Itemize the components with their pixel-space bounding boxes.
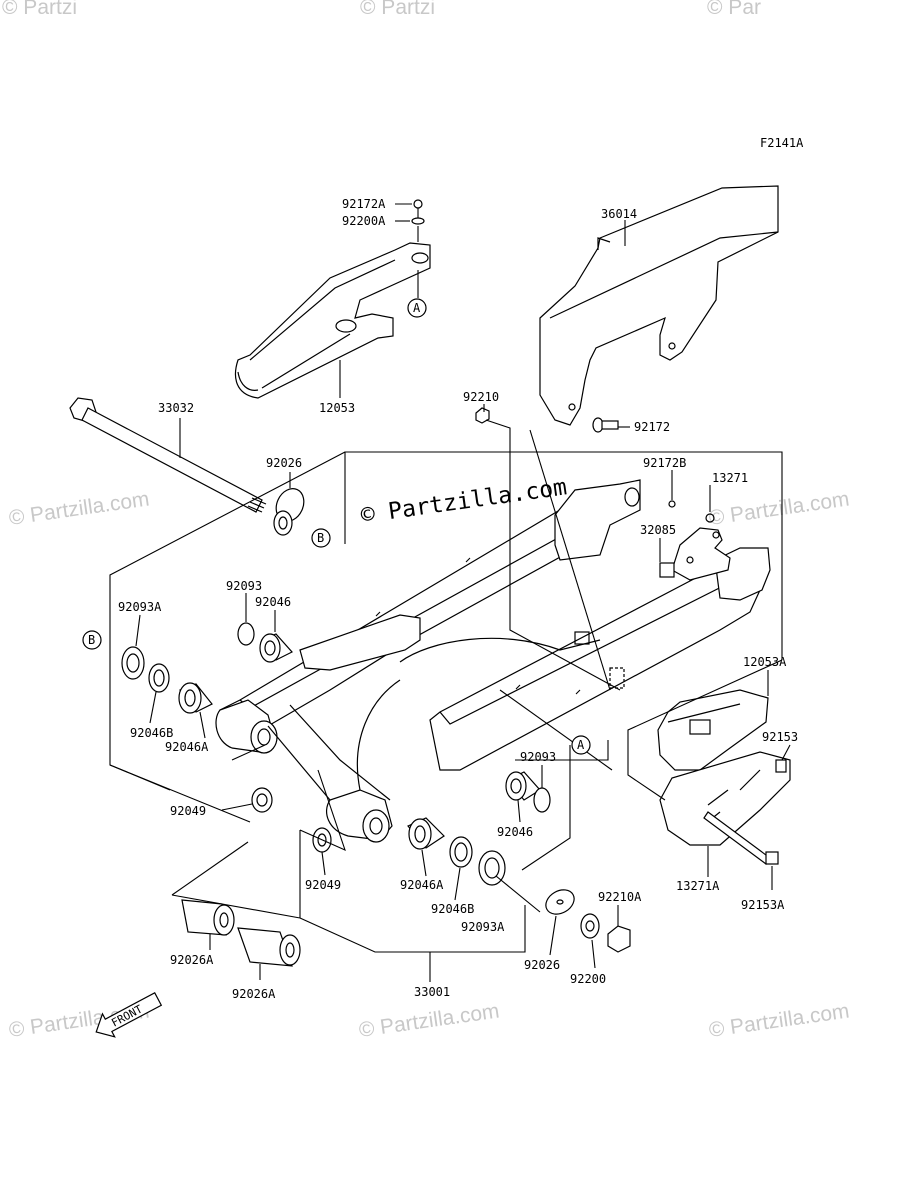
callout-A-right: A — [571, 735, 591, 755]
svg-text:A: A — [577, 738, 585, 752]
washer-92026 — [545, 889, 575, 915]
label-32085: 32085 — [640, 523, 676, 537]
label-92210: 92210 — [463, 390, 499, 404]
label-92026A-right: 92026A — [232, 987, 276, 1001]
label-92200: 92200 — [570, 972, 606, 986]
front-arrow: FRONT — [95, 992, 163, 1038]
center-watermark: © Partzilla.com — [359, 474, 568, 529]
watermark-mid-right: © Partzilla.com — [707, 487, 850, 529]
label-92046B-left: 92046B — [130, 726, 173, 740]
label-92153: 92153 — [762, 730, 798, 744]
label-92046-right: 92046 — [497, 825, 533, 839]
seal-92093A — [478, 850, 506, 886]
swingarm-33001 — [215, 479, 771, 843]
watermark-bottom-right: © Partzilla.com — [707, 999, 850, 1041]
collar-92049-left — [251, 787, 273, 813]
label-33001: 33001 — [414, 985, 450, 999]
bearing-92046A — [407, 817, 445, 850]
label-92210A: 92210A — [598, 890, 642, 904]
svg-text:A: A — [413, 301, 421, 315]
sleeve-92046B-left — [148, 663, 170, 693]
screw-92172A — [413, 199, 423, 218]
label-12053A: 12053A — [743, 655, 787, 669]
label-92026: 92026 — [266, 456, 302, 470]
label-92046A-left: 92046A — [165, 740, 209, 754]
chain-slider-12053 — [234, 242, 431, 399]
bolt-32085 — [659, 562, 675, 578]
callout-B-left: B — [82, 630, 102, 650]
chain-guide-12053A — [657, 689, 769, 771]
seal-92093 — [237, 622, 255, 646]
washer-92200A — [411, 217, 425, 225]
watermark-bottom-center: © Partzilla.com — [357, 999, 500, 1041]
label-13271: 13271 — [712, 471, 748, 485]
bearing-92046-right — [505, 771, 541, 801]
nut-92210A — [607, 925, 631, 953]
guard-plate-13271A — [659, 751, 791, 846]
label-92093: 92093 — [226, 579, 262, 593]
seal-92093A-left — [121, 646, 145, 680]
sleeve-92046B — [449, 836, 473, 868]
seal-92093-right — [533, 787, 551, 813]
label-92153A: 92153A — [741, 898, 785, 912]
label-92172B: 92172B — [643, 456, 686, 470]
bearing-92046A-left — [178, 682, 213, 714]
figure-code: F2141A — [760, 136, 804, 150]
label-33032: 33032 — [158, 401, 194, 415]
label-36014: 36014 — [601, 207, 637, 221]
label-92172: 92172 — [634, 420, 670, 434]
label-92046: 92046 — [255, 595, 291, 609]
callout-A-top: A — [407, 298, 427, 318]
label-92049: 92049 — [305, 878, 341, 892]
bolt-92172B — [668, 500, 676, 508]
chain-adjuster-13271 — [671, 513, 731, 581]
watermark-top-right: © Par — [707, 0, 761, 19]
watermark-top-center: © Partzi — [360, 0, 435, 19]
label-92026-lower: 92026 — [524, 958, 560, 972]
part-labels: 92172A 92200A 36014 12053 92210 33032 92… — [118, 197, 798, 1001]
label-92049-left: 92049 — [170, 804, 206, 818]
svg-text:B: B — [317, 531, 324, 545]
nut-92210 — [475, 407, 490, 424]
watermark-mid-left: © Partzilla.com — [7, 487, 150, 529]
label-92093A-left: 92093A — [118, 600, 162, 614]
collar-92026A-right — [237, 927, 301, 967]
callout-B-axle: B — [311, 528, 331, 548]
label-92200A: 92200A — [342, 214, 386, 228]
label-92046B: 92046B — [431, 902, 474, 916]
bolt-92153 — [775, 759, 787, 773]
label-13271A: 13271A — [676, 879, 720, 893]
svg-text:B: B — [88, 633, 95, 647]
collar-92026 — [273, 488, 305, 536]
chain-guard-36014 — [539, 185, 779, 426]
label-92026A-left: 92026A — [170, 953, 214, 967]
collar-92026A-left — [181, 899, 235, 936]
bearing-92046 — [259, 633, 293, 663]
bolt-92153A — [703, 811, 779, 865]
watermark-top-left: © Partzi — [2, 0, 77, 19]
bolt-92172 — [592, 417, 619, 433]
label-12053: 12053 — [319, 401, 355, 415]
leader-lines — [109, 203, 791, 982]
washer-92200 — [580, 913, 600, 939]
label-92093A: 92093A — [461, 920, 505, 934]
label-92172A: 92172A — [342, 197, 386, 211]
label-92093-right: 92093 — [520, 750, 556, 764]
label-92046A: 92046A — [400, 878, 444, 892]
